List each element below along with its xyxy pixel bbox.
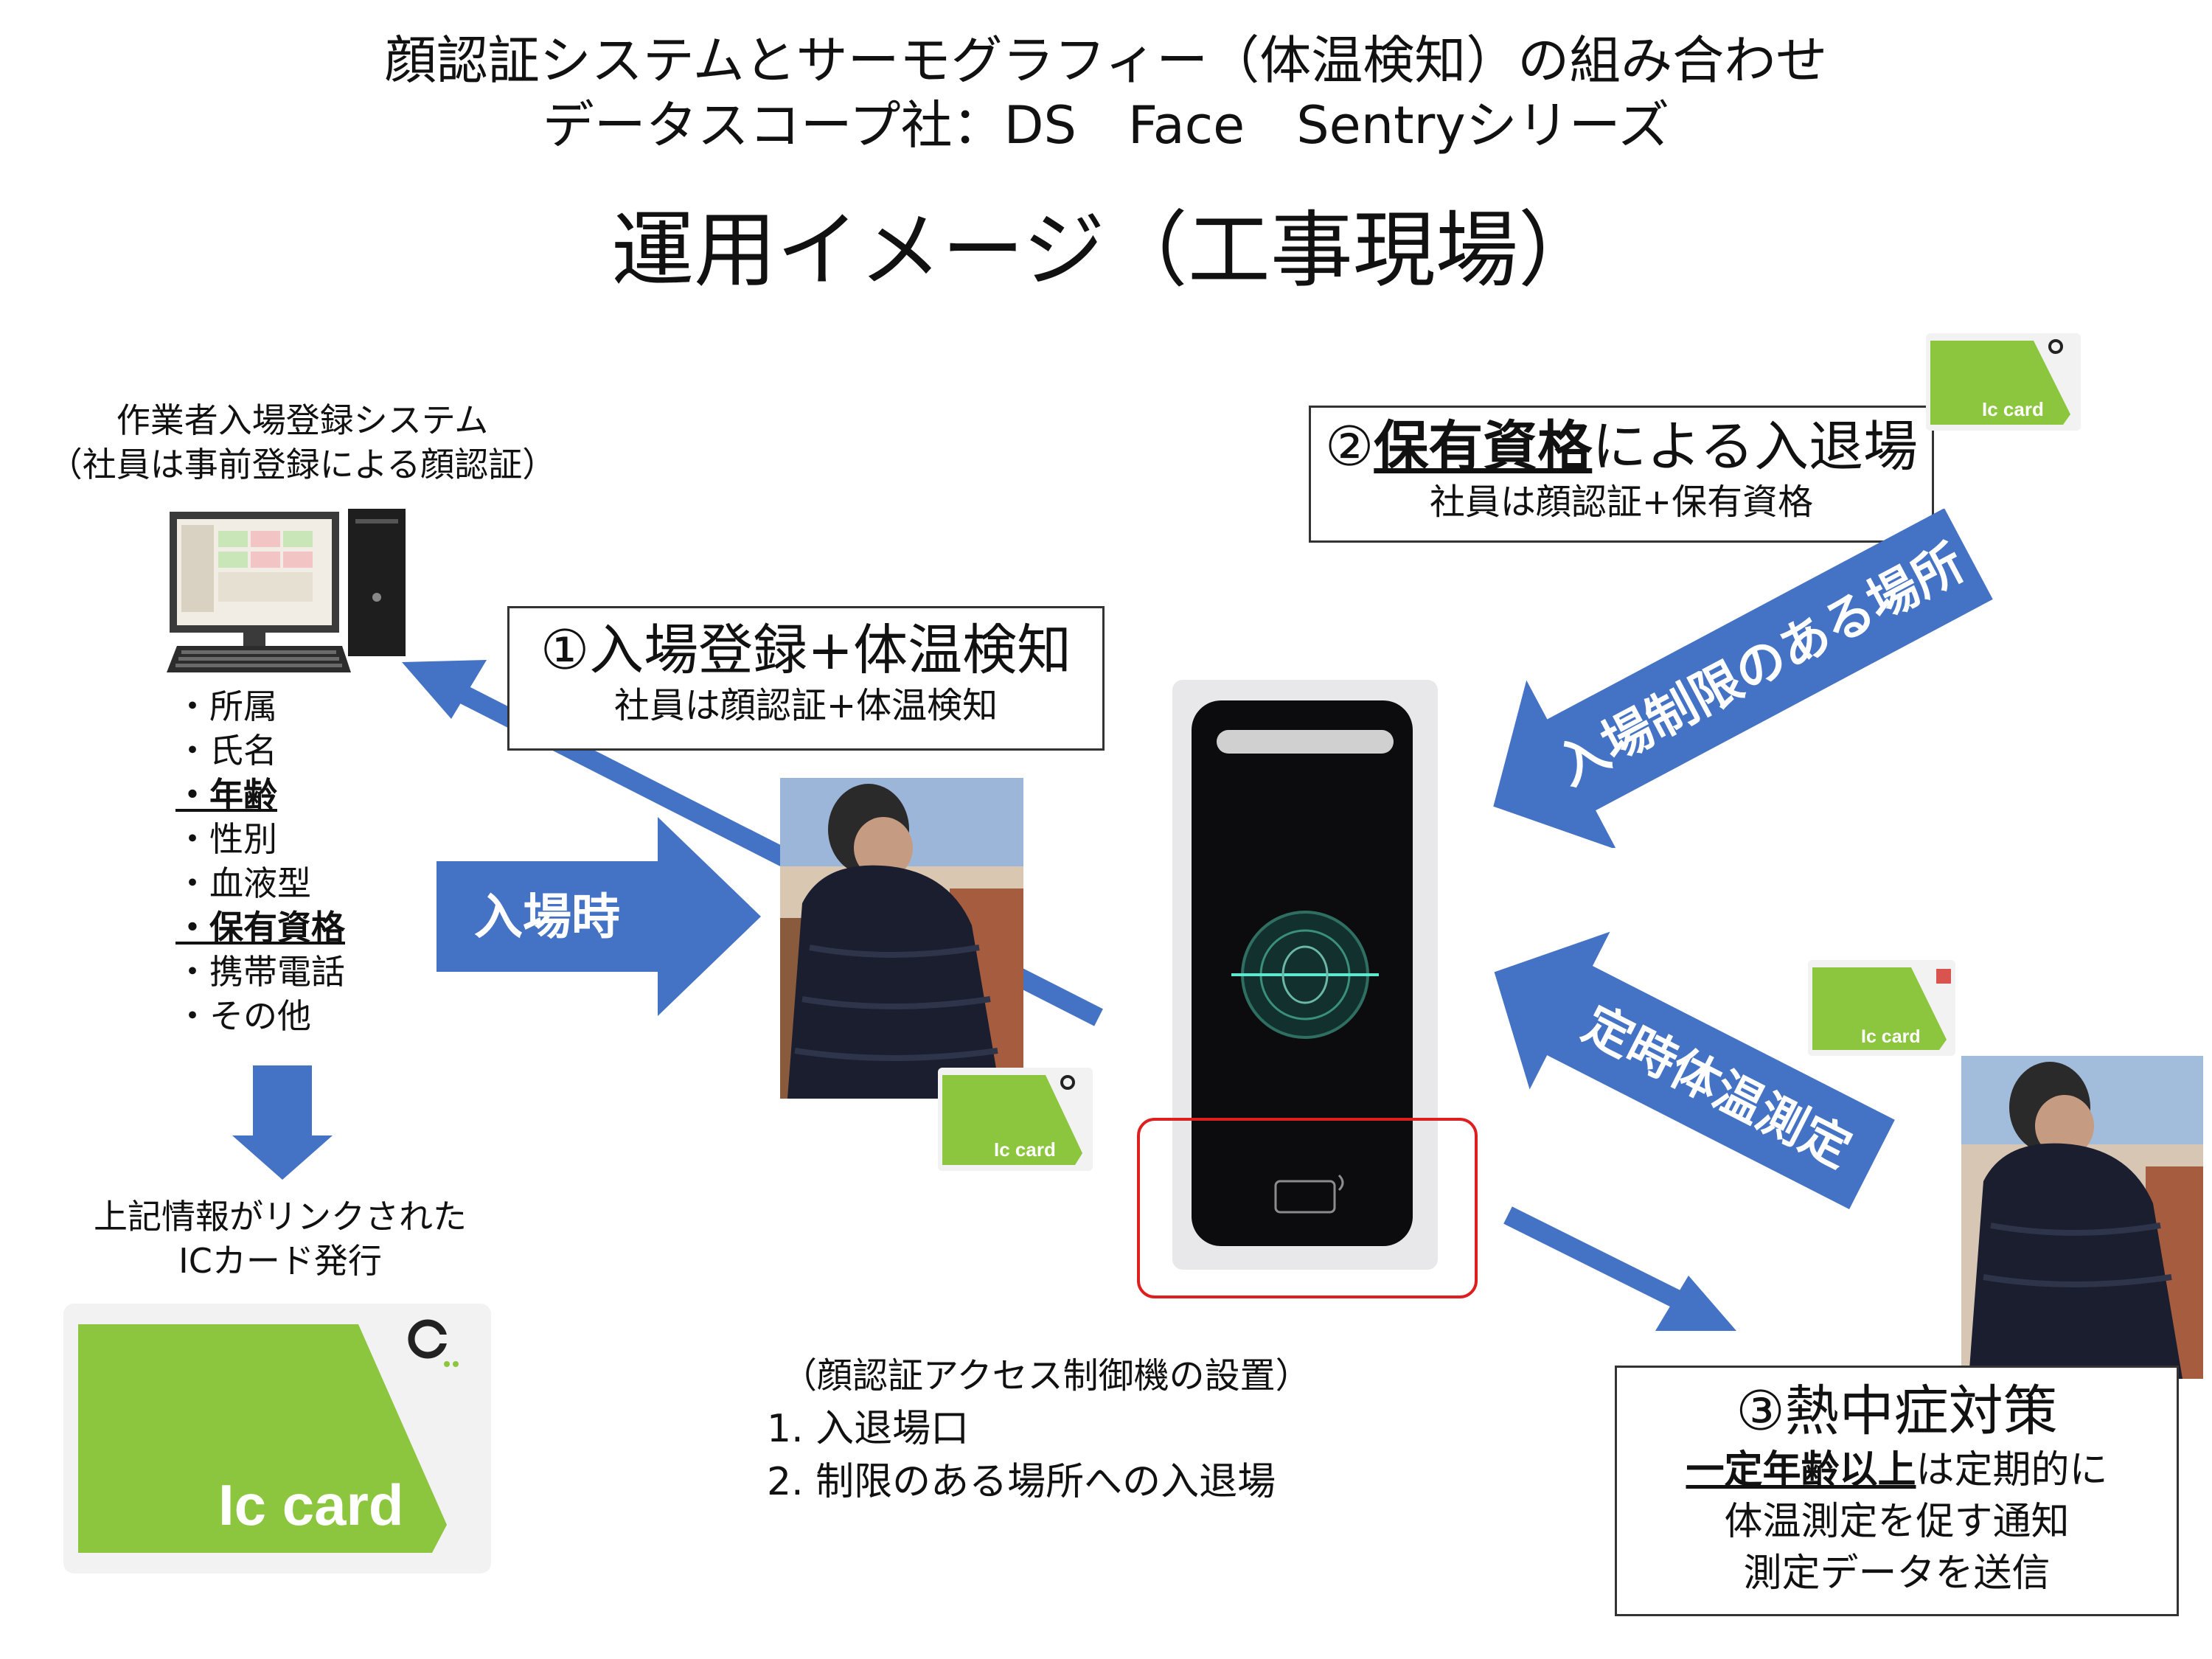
list-item: ・所属 [175, 686, 277, 726]
registration-info-list: ・所属 ・氏名 ・年齢 ・性別 ・血液型 ・保有資格 ・携帯電話 ・その他 [175, 684, 426, 1038]
entry-arrow: 入場時 [437, 817, 761, 1019]
list-item: ・年齢 [175, 775, 277, 815]
worker-photo-entry [780, 778, 1023, 1102]
page-title: 運用イメージ（工事現場） [611, 203, 1601, 299]
ic-card-small-right: Ic card [1808, 960, 1955, 1059]
step2-box: ②保有資格による入退場 社員は顔認証+保有資格 [1309, 406, 1934, 543]
installation-notes: （顔認証アクセス制御機の設置） 1. 入退場口 2. 制限のある場所への入退場 [767, 1349, 1430, 1509]
card-issue-line1: 上記情報がリンクされた [94, 1197, 467, 1237]
step1-sub: 社員は顔認証+体温検知 [613, 685, 998, 726]
installation-item-1: 1. 入退場口 [767, 1407, 970, 1451]
registration-system-title: 作業者入場登録システム （社員は事前登録による顔認証） [29, 398, 575, 487]
step3-title: ③熱中症対策 [1736, 1380, 2058, 1443]
list-item: ・氏名 [175, 731, 277, 771]
card-reader-highlight [1137, 1118, 1478, 1298]
step1-box: ①入場登録+体温検知 社員は顔認証+体温検知 [507, 606, 1105, 751]
notify-arrow [1503, 1206, 1736, 1331]
step3-line1-rest: は定期的に [1916, 1448, 2108, 1492]
ic-card-large: Ic card [63, 1304, 491, 1576]
card-label: Ic card [218, 1472, 403, 1537]
card-issue-line2: ICカード発行 [178, 1241, 382, 1281]
restricted-arrow-label: 入場制限のある場所 [1548, 534, 1973, 797]
list-item: ・その他 [175, 996, 311, 1036]
installation-head: （顔認証アクセス制御機の設置） [782, 1355, 1311, 1397]
card-issue-text: 上記情報がリンクされた ICカード発行 [59, 1194, 501, 1283]
step3-line1-bold: 一定年齢以上 [1686, 1448, 1916, 1492]
step2-title: ②保有資格による入退場 [1311, 414, 1932, 480]
issue-down-arrow [232, 1065, 333, 1180]
step3-line3: 測定データを送信 [1743, 1551, 2051, 1596]
list-item: ・保有資格 [175, 908, 345, 947]
header-line1: 顔認証システムとサーモグラフィー（体温検知）の組み合わせ [384, 30, 1828, 91]
step2-bold: 保有資格 [1374, 415, 1593, 479]
restricted-area-arrow: 入場制限のある場所 [1454, 508, 2014, 851]
list-item: ・携帯電話 [175, 952, 345, 992]
registration-title-line2: （社員は事前登録による顔認証） [48, 445, 557, 484]
card-label: Ic card [994, 1138, 1056, 1161]
ic-card-small-entry: Ic card [938, 1068, 1093, 1174]
entry-arrow-label: 入場時 [474, 888, 620, 945]
registration-title-line1: 作業者入場登録システム [116, 400, 489, 440]
step2-sub: 社員は顔認証+保有資格 [1429, 481, 1814, 523]
step3-line2: 体温測定を促す通知 [1724, 1500, 2070, 1544]
installation-item-2: 2. 制限のある場所への入退場 [767, 1460, 1276, 1504]
list-item: ・性別 [175, 819, 277, 859]
header-line2: データスコープ社：DS Face Sentryシリーズ [542, 95, 1670, 156]
ic-card-small-top: Ic card [1926, 333, 2081, 434]
step3-line1: 一定年齢以上は定期的に [1617, 1444, 2177, 1496]
worker-photo-right [1961, 1056, 2203, 1382]
step1-title: ①入場登録+体温検知 [540, 619, 1072, 682]
list-item: ・血液型 [175, 863, 311, 903]
card-label: Ic card [1982, 398, 2044, 420]
pc-icon [155, 509, 413, 689]
card-label: Ic card [1861, 1026, 1921, 1047]
step2-prefix: ② [1324, 415, 1374, 479]
step2-suffix: による入退場 [1592, 415, 1919, 479]
face-recognition-device [1172, 680, 1438, 1273]
step3-box: ③熱中症対策 一定年齢以上は定期的に 体温測定を促す通知 測定データを送信 [1615, 1366, 2179, 1616]
